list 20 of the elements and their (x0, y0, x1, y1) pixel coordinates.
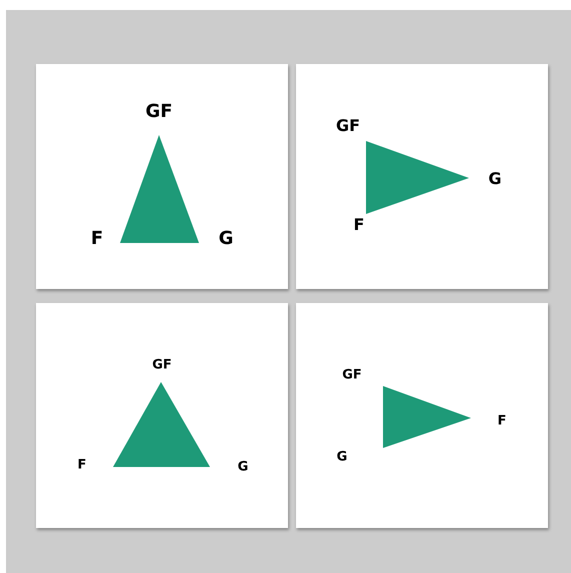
vertex-label: G (488, 171, 502, 187)
panel (296, 64, 548, 289)
vertex-label: G (218, 230, 234, 248)
vertex-label: GF (342, 368, 362, 382)
vertex-label: F (354, 217, 364, 233)
panel (36, 64, 288, 289)
panel (36, 303, 288, 528)
vertex-label: GF (145, 103, 173, 121)
vertex-label: G (336, 450, 348, 464)
vertex-label: F (90, 230, 104, 248)
vertex-label: GF (152, 358, 172, 372)
panel (296, 303, 548, 528)
triangle (113, 382, 210, 467)
triangle (120, 135, 199, 243)
vertex-label: G (238, 460, 248, 474)
triangle (366, 141, 469, 214)
vertex-label: GF (336, 118, 360, 134)
vertex-label: F (498, 414, 506, 428)
vertex-label: F (78, 458, 86, 472)
triangle (383, 386, 471, 448)
